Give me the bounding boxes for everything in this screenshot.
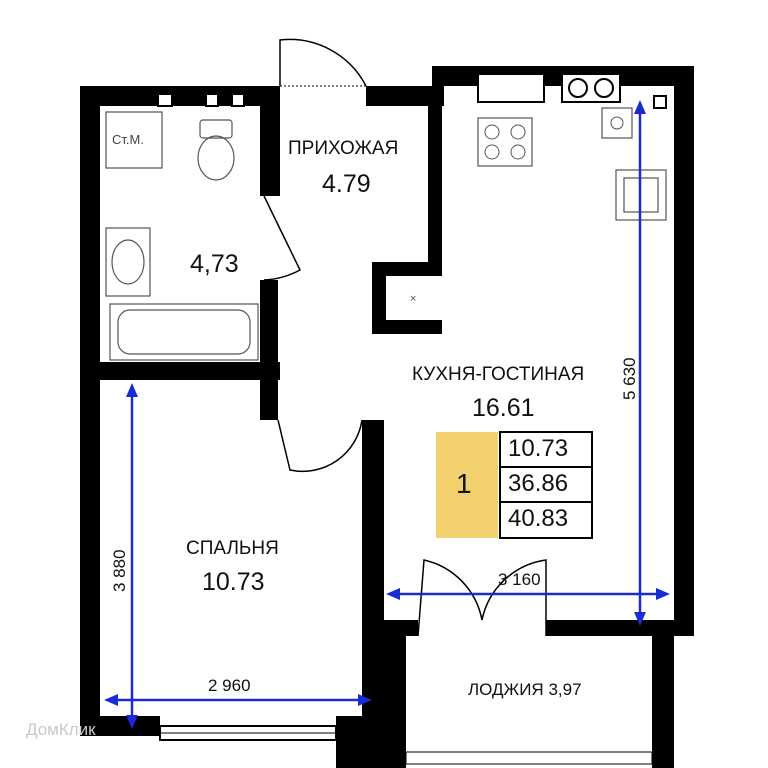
wall-bath-hall-bottom	[260, 280, 278, 380]
dimension-lines	[104, 100, 670, 729]
loggia-area: 3,97	[548, 680, 582, 699]
wall-shaft-bottom	[372, 320, 442, 334]
wall-top-mid	[366, 86, 432, 106]
wall-balcony-left	[384, 620, 418, 636]
wall-bottom-left	[80, 716, 160, 736]
bathroom-area: 4,73	[190, 250, 239, 278]
wall-loggia-right	[652, 636, 674, 768]
wall-right	[674, 66, 694, 626]
loggia-name: ЛОДЖИЯ	[468, 680, 544, 699]
watermark: ДомКлик	[26, 720, 96, 739]
wall-bath-hall-top	[260, 86, 280, 196]
wall-balcony-right	[546, 620, 694, 636]
bedroom-name: СПАЛЬНЯ	[186, 538, 279, 559]
legend-living-area: 10.73	[508, 435, 569, 462]
dim-bedroom-height: 3 880	[110, 549, 129, 592]
wall-loggia-left	[384, 636, 406, 768]
kitchen-living-name: КУХНЯ-ГОСТИНАЯ	[412, 364, 585, 385]
legend-accent	[436, 432, 498, 538]
wall-left	[80, 86, 100, 736]
kitchen-living-area: 16.61	[472, 394, 535, 422]
loggia-label: ЛОДЖИЯ 3,97	[468, 680, 582, 700]
closet-label: Ст.М.	[112, 132, 144, 147]
legend-total-with-loggia: 40.83	[508, 505, 569, 532]
bedroom-area: 10.73	[202, 568, 265, 596]
wall-top-left	[80, 86, 280, 106]
svg-text:×: ×	[410, 293, 416, 305]
hallway-area: 4.79	[322, 170, 371, 198]
wall-shaft-top	[372, 262, 442, 276]
wall-bed-kitchen	[362, 420, 384, 720]
wall-bath-bed	[100, 362, 280, 380]
walls	[80, 66, 694, 768]
dim-bedroom-width: 2 960	[208, 676, 251, 695]
wall-shaft-left	[372, 262, 386, 334]
dim-kitchen-height: 5 630	[620, 357, 639, 400]
hallway-name: ПРИХОЖАЯ	[288, 138, 399, 159]
wall-bed-stub	[260, 380, 278, 420]
dim-kitchen-width: 3 160	[498, 570, 541, 589]
legend-rooms-count: 1	[456, 468, 472, 499]
legend-total-area: 36.86	[508, 470, 569, 497]
wall-hall-kitchen	[428, 96, 442, 266]
